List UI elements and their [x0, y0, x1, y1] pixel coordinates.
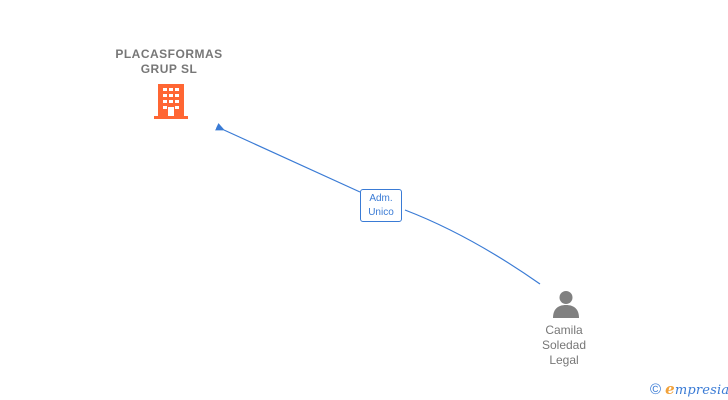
- brand-logo-rest: mpresia: [674, 383, 728, 398]
- building-icon[interactable]: [154, 82, 188, 120]
- person-name[interactable]: Camila Soledad Legal: [541, 323, 587, 367]
- role-label-line1: Adm.: [369, 193, 393, 204]
- copyright-icon: ©: [650, 380, 662, 398]
- role-label[interactable]: Adm. Unico: [360, 189, 402, 222]
- brand-logo: empresia: [665, 380, 728, 398]
- person-icon[interactable]: [551, 289, 581, 319]
- brand-logo-first-letter: e: [665, 380, 675, 398]
- relation-edge[interactable]: [224, 130, 541, 285]
- company-name[interactable]: PLACASFORMAS GRUP SL: [115, 47, 223, 76]
- brand-watermark: © empresia: [650, 380, 728, 398]
- role-label-line2: Unico: [368, 207, 394, 218]
